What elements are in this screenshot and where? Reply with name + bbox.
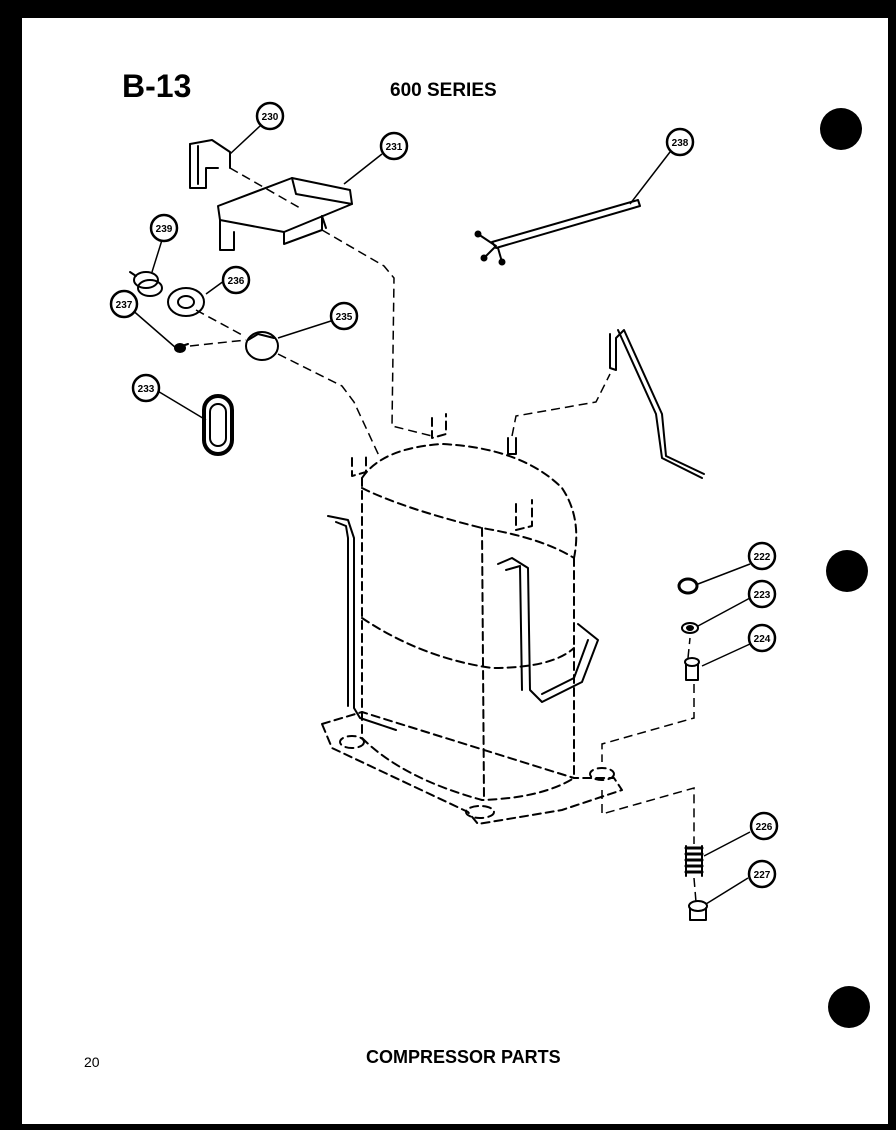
svg-text:238: 238 — [672, 138, 689, 149]
part-226-spring — [684, 845, 704, 877]
part-236-grommet — [167, 287, 205, 317]
part-235-overload — [245, 331, 279, 361]
callout-231: 231 — [379, 131, 409, 161]
svg-text:239: 239 — [156, 224, 173, 235]
svg-text:231: 231 — [386, 142, 403, 153]
svg-text:235: 235 — [336, 312, 353, 323]
binder-hole-top — [820, 108, 862, 150]
part-237-screw — [174, 343, 189, 353]
callout-230: 230 — [255, 101, 285, 131]
part-222-nut — [677, 577, 699, 595]
svg-text:233: 233 — [138, 384, 155, 395]
callout-237: 237 — [109, 289, 139, 319]
svg-text:222: 222 — [754, 552, 771, 563]
part-230-bracket — [189, 139, 231, 189]
exploded-parts-drawing: 230 231 238 239 236 237 235 233 — [109, 101, 779, 921]
binder-hole-middle — [826, 550, 868, 592]
compressor-body — [321, 413, 623, 825]
binder-hole-bottom — [828, 986, 870, 1028]
callout-227: 227 — [747, 859, 777, 889]
svg-text:227: 227 — [754, 870, 771, 881]
callout-226: 226 — [749, 811, 779, 841]
svg-text:230: 230 — [262, 112, 279, 123]
part-223-washer — [681, 622, 699, 634]
svg-text:224: 224 — [754, 634, 771, 645]
callout-235: 235 — [329, 301, 359, 331]
svg-text:236: 236 — [228, 276, 245, 287]
callout-222: 222 — [747, 541, 777, 571]
series-title: 600 SERIES — [390, 80, 497, 101]
svg-text:223: 223 — [754, 590, 771, 601]
svg-text:226: 226 — [756, 822, 773, 833]
leader-lines — [129, 125, 751, 905]
discharge-tube — [507, 329, 705, 479]
callout-239: 239 — [149, 213, 179, 243]
part-233-gasket — [202, 394, 234, 456]
part-227-grommet-sleeve — [688, 900, 708, 921]
callout-233: 233 — [131, 373, 161, 403]
callout-224: 224 — [747, 623, 777, 653]
sheet-code: B-13 — [122, 68, 192, 104]
page-number: 20 — [84, 1054, 100, 1070]
callout-223: 223 — [747, 579, 777, 609]
svg-text:237: 237 — [116, 300, 133, 311]
part-238-wire-harness — [474, 199, 641, 266]
part-231-terminal-cover — [217, 177, 353, 251]
part-239-spring-clip — [129, 271, 163, 297]
callout-236: 236 — [221, 265, 251, 295]
part-224-bolt — [684, 657, 700, 681]
compressor-tubes — [327, 515, 599, 731]
diagram-sheet: B-13 600 SERIES — [22, 18, 888, 1124]
page-caption: COMPRESSOR PARTS — [366, 1047, 561, 1067]
assembly-lines — [189, 167, 697, 903]
callout-238: 238 — [665, 127, 695, 157]
